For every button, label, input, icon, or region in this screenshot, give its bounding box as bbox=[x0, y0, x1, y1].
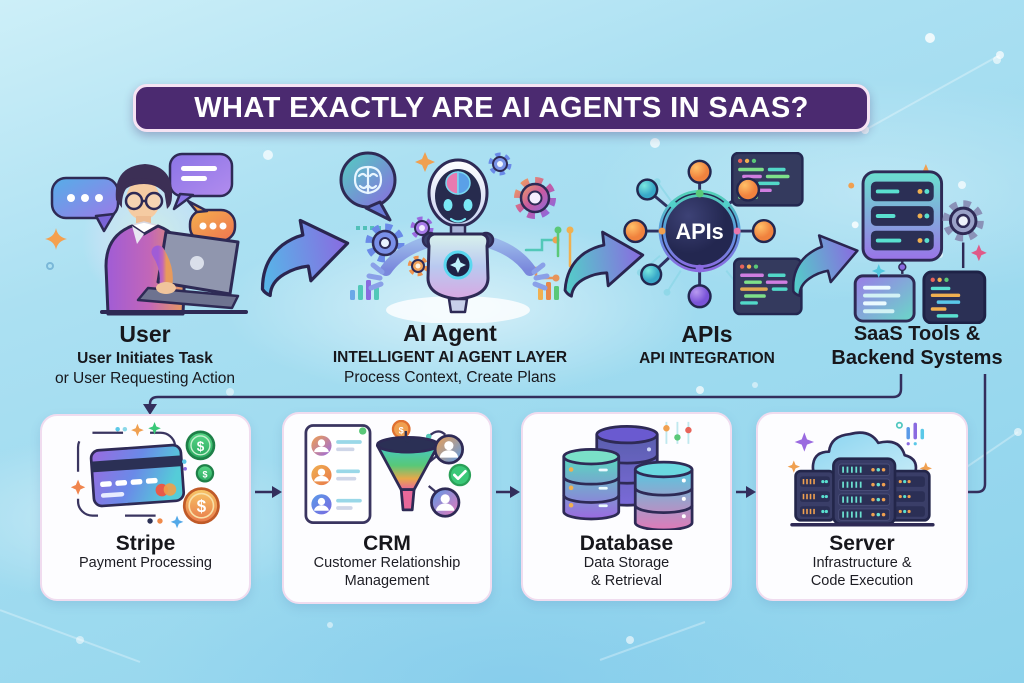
card-heading: Database bbox=[579, 532, 674, 555]
svg-text:$: $ bbox=[196, 439, 204, 454]
card-subtitle: Management bbox=[344, 572, 430, 589]
hub-label: APIs bbox=[675, 219, 723, 244]
bar-chart-icon bbox=[895, 421, 925, 446]
payment-illustration: $ $ $ bbox=[70, 422, 220, 529]
step-label-user: User User Initiates Task or User Request… bbox=[15, 321, 275, 389]
gear-icon bbox=[514, 177, 556, 219]
sparkle-icon bbox=[415, 152, 435, 172]
saas-tools-illustration bbox=[845, 162, 993, 325]
api-node bbox=[623, 218, 648, 244]
step-subtitle: API INTEGRATION bbox=[639, 350, 775, 368]
user-illustration bbox=[40, 148, 255, 318]
code-window-icon bbox=[922, 270, 987, 325]
card-heading: Stripe bbox=[115, 532, 176, 555]
sparkle-icon bbox=[794, 432, 815, 452]
api-node bbox=[687, 159, 712, 184]
sparkle-icon bbox=[70, 479, 85, 495]
card-subtitle: Data Storage bbox=[583, 555, 670, 572]
page-title: WHAT EXACTLY ARE AI AGENTS IN SAAS? bbox=[194, 91, 809, 124]
avatar-icon bbox=[430, 487, 461, 518]
step-label-saas-tools: SaaS Tools & Backend Systems bbox=[826, 322, 1008, 370]
dollar-coin-icon: $ bbox=[195, 464, 214, 483]
person-figure bbox=[104, 164, 240, 316]
flow-arrow-icon bbox=[245, 198, 361, 306]
api-node bbox=[751, 218, 776, 244]
card-stripe: $ $ $ Stripe Payment Processing bbox=[40, 414, 251, 601]
server-stack-icon bbox=[861, 170, 944, 262]
credit-card-icon bbox=[89, 443, 185, 508]
check-circle-icon bbox=[448, 463, 472, 487]
card-subtitle: Customer Relationship bbox=[313, 555, 461, 572]
card-heading: CRM bbox=[363, 532, 411, 555]
dollar-coin-icon: $ bbox=[185, 430, 215, 461]
sparkle-icon bbox=[130, 423, 144, 437]
step-heading: User bbox=[119, 321, 171, 347]
slider-icon bbox=[662, 421, 692, 444]
svg-text:$: $ bbox=[196, 497, 206, 516]
card-crm: $ CRM Customer Relationship Management bbox=[282, 412, 492, 604]
card-subtitle: Payment Processing bbox=[79, 555, 212, 572]
sparkle-icon bbox=[871, 264, 886, 278]
server-illustration bbox=[787, 421, 935, 527]
dollar-coin-icon: $ bbox=[182, 487, 220, 525]
brain-bubble-icon bbox=[339, 151, 397, 230]
step-subtitle: Process Context, Create Plans bbox=[344, 369, 556, 387]
server-rack-icon bbox=[832, 457, 897, 526]
code-window-icon bbox=[853, 274, 916, 323]
sparkle-icon bbox=[787, 460, 800, 473]
gear-icon bbox=[488, 152, 512, 176]
dollar-coin-icon: $ bbox=[391, 420, 411, 439]
step-subtitle: INTELLIGENT AI AGENT LAYER bbox=[332, 349, 568, 367]
card-subtitle: & Retrieval bbox=[591, 572, 662, 589]
server-rack-icon bbox=[889, 469, 931, 522]
chat-bubble-lines-icon bbox=[168, 152, 234, 211]
robot-figure bbox=[366, 158, 550, 314]
contact-list-icon bbox=[304, 424, 372, 525]
step-label-ai-agent: AI Agent INTELLIGENT AI AGENT LAYER Proc… bbox=[310, 320, 590, 388]
crm-illustration: $ bbox=[304, 420, 472, 525]
gear-icon bbox=[365, 223, 405, 263]
step-heading: APIs bbox=[681, 321, 733, 347]
card-subtitle: Code Execution bbox=[810, 572, 914, 589]
step-heading: AI Agent bbox=[403, 320, 497, 346]
title-banner: WHAT EXACTLY ARE AI AGENTS IN SAAS? bbox=[133, 84, 870, 132]
bar-chart-icon bbox=[350, 280, 379, 300]
step-heading: Backend Systems bbox=[831, 347, 1003, 369]
flow-arrow-icon bbox=[775, 215, 870, 304]
server-rack-icon bbox=[794, 469, 836, 522]
svg-text:$: $ bbox=[202, 469, 207, 479]
api-node bbox=[687, 284, 712, 309]
sparkle-icon bbox=[45, 228, 67, 250]
step-label-apis: APIs API INTEGRATION bbox=[622, 321, 792, 369]
api-node bbox=[735, 177, 761, 202]
card-server: Server Infrastructure & Code Execution bbox=[756, 412, 968, 601]
chat-bubble-orange-icon bbox=[186, 199, 237, 243]
sparkle-icon bbox=[971, 244, 987, 262]
api-hub-illustration: APIs bbox=[612, 151, 807, 320]
card-heading: Server bbox=[829, 532, 895, 555]
card-subtitle: Infrastructure & bbox=[812, 555, 912, 572]
step-subtitle: or User Requesting Action bbox=[54, 370, 236, 388]
sparkle-icon bbox=[919, 462, 932, 475]
gear-icon bbox=[942, 200, 984, 269]
bar-chart-icon bbox=[538, 282, 559, 300]
step-subtitle: User Initiates Task bbox=[77, 350, 213, 368]
avatar-icon bbox=[433, 434, 464, 465]
gear-icon bbox=[410, 216, 434, 240]
ai-agent-illustration bbox=[330, 138, 580, 324]
database-stack-icon bbox=[633, 460, 693, 530]
api-node bbox=[636, 178, 659, 201]
database-stack-icon bbox=[561, 447, 620, 521]
api-hub: APIs bbox=[658, 189, 741, 273]
api-node bbox=[640, 263, 663, 286]
sparkle-icon bbox=[147, 422, 161, 435]
database-illustration bbox=[561, 421, 693, 530]
sparkle-icon bbox=[170, 515, 183, 529]
gear-icon bbox=[407, 255, 429, 277]
funnel-icon bbox=[376, 431, 440, 512]
flow-arrow-icon bbox=[554, 216, 652, 305]
step-heading: SaaS Tools & bbox=[853, 323, 981, 345]
card-database: Database Data Storage & Retrieval bbox=[521, 412, 732, 601]
svg-text:$: $ bbox=[399, 425, 404, 435]
